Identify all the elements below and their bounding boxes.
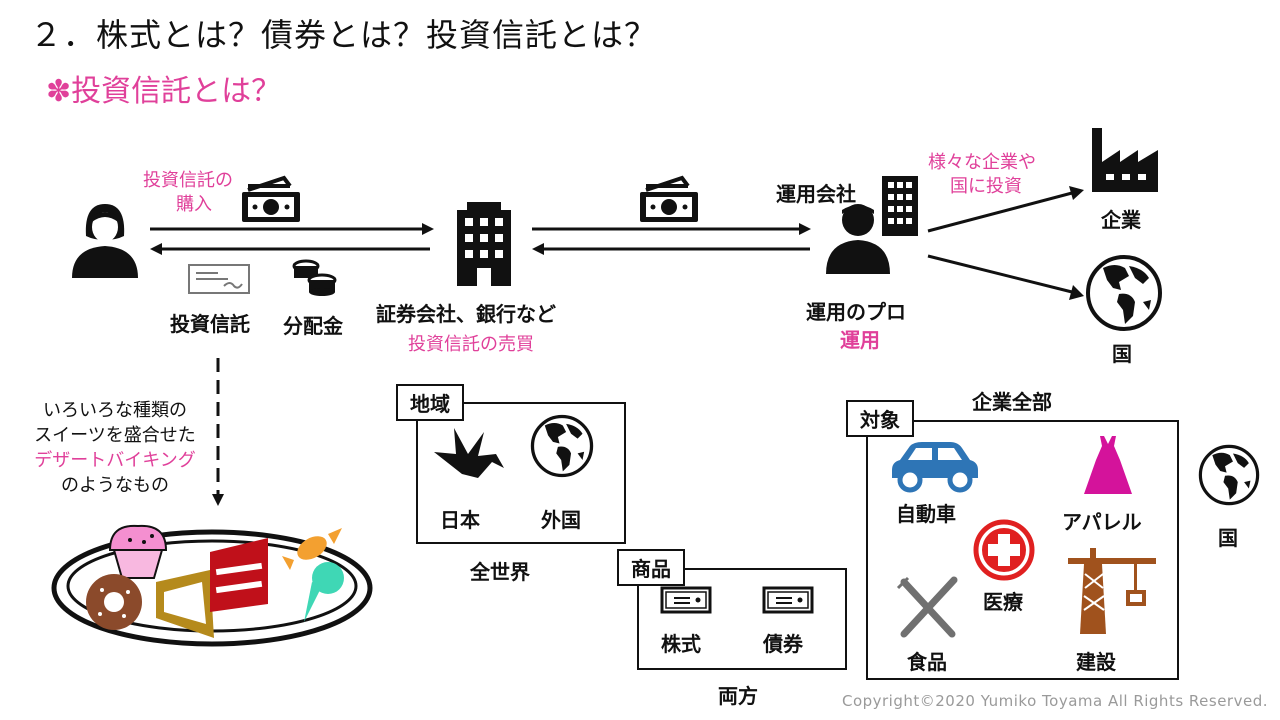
fund-certificate-icon	[188, 264, 250, 294]
medical-cross-icon	[973, 519, 1035, 581]
pro-label: 運用のプロ	[806, 300, 906, 324]
crane-icon	[1068, 548, 1156, 634]
pro-sub-label: 運用	[840, 328, 880, 352]
cupcake-icon	[108, 524, 168, 579]
dessert-plate-icon	[51, 524, 373, 647]
coins-icon	[292, 259, 337, 296]
broker-building-icon	[457, 202, 511, 286]
dividend-item-label: 分配金	[283, 314, 343, 338]
invest-label-line1: 様々な企業や	[928, 152, 1036, 173]
target-item-apparel: アパレル	[1062, 510, 1142, 534]
broker-label: 証券会社、銀行など	[376, 302, 556, 326]
analogy-line4: のようなもの	[61, 475, 169, 496]
company-label: 企業	[1101, 208, 1141, 232]
red-cake-icon	[210, 538, 268, 612]
fork-knife-icon	[896, 576, 958, 638]
outside-country-label: 国	[1218, 526, 1238, 550]
bond-certificate-icon	[762, 586, 814, 614]
target-item-construction: 建設	[1076, 650, 1116, 674]
invest-label-line2: 国に投資	[950, 176, 1022, 197]
product-item-bond: 債券	[763, 632, 803, 656]
globe-icon-3	[1198, 444, 1260, 506]
region-tag: 地域	[396, 384, 464, 421]
dress-icon	[1084, 436, 1132, 494]
product-tag: 商品	[617, 549, 685, 586]
fund-item-label: 投資信託	[170, 312, 250, 336]
target-tag: 対象	[846, 400, 914, 437]
dashed-down-arrow	[212, 358, 224, 506]
region-item-japan: 日本	[440, 508, 480, 532]
subtitle-text: 投資信託とは？	[71, 74, 282, 109]
product-caption: 両方	[718, 684, 758, 708]
product-item-stock: 株式	[661, 632, 701, 656]
page-subtitle: ✽投資信託とは？	[46, 66, 281, 110]
arrow-to-manager	[532, 223, 811, 235]
ice-cream-icon	[304, 562, 344, 622]
money-icon	[242, 175, 300, 222]
target-item-medical: 医療	[983, 590, 1023, 614]
analogy-line1: いろいろな種類の	[43, 400, 187, 421]
paper-crane-icon	[434, 428, 504, 478]
arrow-to-country	[927, 254, 1084, 300]
target-item-auto: 自動車	[896, 502, 956, 526]
investor-person-icon	[72, 204, 138, 278]
arrow-to-investor	[150, 243, 430, 255]
target-caption: 企業全部	[972, 390, 1052, 414]
country-label: 国	[1112, 342, 1132, 366]
analogy-line3: デザートバイキング	[34, 450, 196, 471]
broker-sub-label: 投資信託の売買	[408, 334, 534, 355]
mgmt-building-icon	[882, 176, 918, 236]
factory-icon	[1092, 128, 1158, 192]
fund-manager-person-icon	[826, 204, 890, 274]
region-box	[416, 402, 626, 544]
candy-icon	[282, 528, 342, 570]
donut-icon	[86, 574, 142, 630]
region-caption: 全世界	[470, 560, 530, 584]
copyright: Copyright©2020 Yumiko Toyama All Rights …	[841, 692, 1268, 710]
arrow-to-company	[927, 186, 1084, 233]
globe-icon	[1086, 255, 1162, 331]
stock-certificate-icon	[660, 586, 712, 614]
car-icon	[892, 442, 978, 493]
analogy-text: いろいろな種類の スイーツを盛合せた デザートバイキング のようなもの	[10, 398, 220, 498]
money-icon-2	[640, 175, 698, 222]
page-title: ２．株式とは？債券とは？投資信託とは？	[30, 16, 658, 54]
region-item-foreign: 外国	[541, 508, 581, 532]
flower-icon: ✽	[46, 74, 72, 109]
buy-label-line1: 投資信託の	[143, 170, 233, 191]
mgmt-company-label: 運用会社	[776, 182, 856, 206]
arrow-to-broker-back	[532, 243, 810, 255]
cake-slice-icon	[156, 570, 214, 638]
target-item-food: 食品	[907, 650, 947, 674]
arrow-to-broker	[150, 223, 434, 235]
analogy-line2: スイーツを盛合せた	[34, 425, 196, 446]
buy-label-line2: 購入	[176, 194, 212, 215]
globe-icon-2	[530, 414, 594, 478]
